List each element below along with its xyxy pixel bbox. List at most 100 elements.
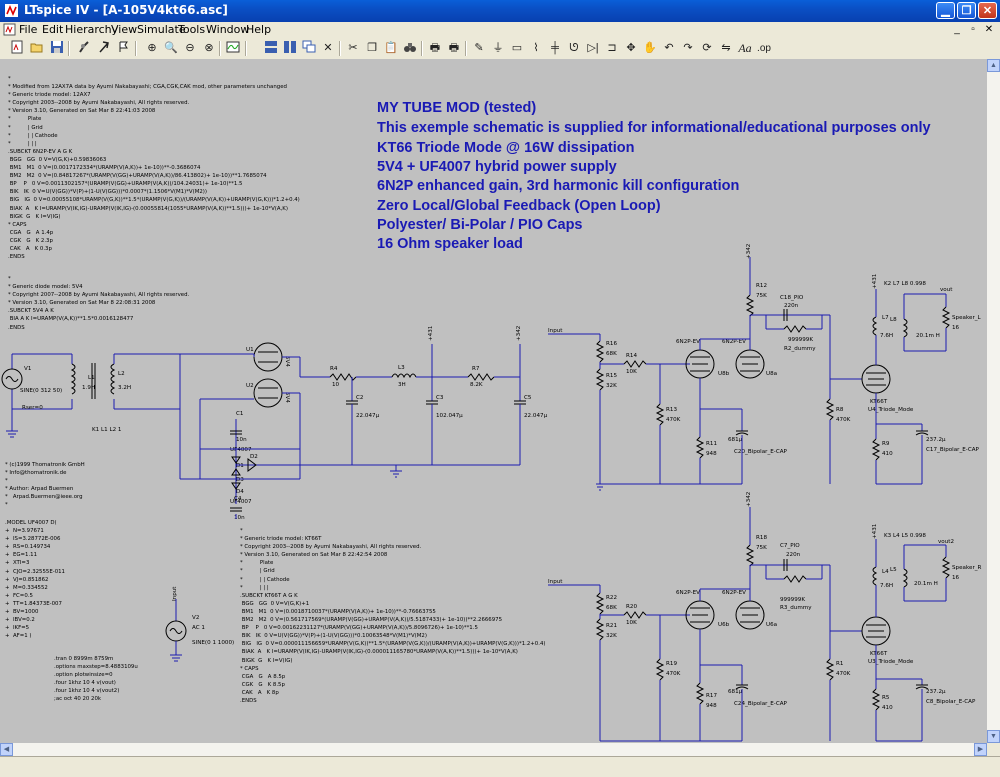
spice-text-line: BP P 0 V=0.0011302157*(URAMP(V(GG)+URAMP… [8,181,243,188]
svg-text:C4: C4 [234,496,242,502]
menu-help[interactable]: Help [246,23,272,36]
svg-text:R16: R16 [606,341,617,347]
scroll-left-icon[interactable]: ◀ [0,743,13,756]
svg-text:L1: L1 [88,375,95,381]
mod-note-load: 16 Ohm speaker load [377,236,523,252]
svg-text:K2 L7 L8 0.998: K2 L7 L8 0.998 [884,281,926,287]
svg-text:220n: 220n [784,303,799,309]
svg-text:10K: 10K [626,620,637,626]
power-supply-section: V1 SINE(0 312 50) Rser=0 L1 1.9H L2 3.2H… [1,325,548,521]
new-schematic-icon[interactable] [8,40,26,57]
diode-icon[interactable]: ▷| [587,42,599,54]
zoom-back-icon[interactable]: 🔍 [164,42,178,54]
svg-text:L4: L4 [882,569,889,575]
mdi-restore-button[interactable]: ▫ [971,24,975,35]
minimize-button[interactable]: ▁ [936,2,955,19]
close-window-icon[interactable]: ✕ [323,42,333,54]
ltspice-app-icon [5,4,18,17]
spice-text-line: ;ac oct 40 20 20k [54,696,102,703]
restore-button[interactable]: ❐ [957,2,976,19]
redo-icon[interactable]: ↷ [683,42,693,54]
svg-text:R12: R12 [756,283,767,289]
component-icon[interactable]: ⊐ [607,42,617,54]
spice-text-line: + IBV=0.2 [5,617,35,624]
scroll-down-icon[interactable]: ▼ [987,730,1000,743]
control-panel-icon[interactable] [75,40,93,57]
run-icon[interactable] [95,40,113,57]
svg-text:D1: D1 [236,463,244,469]
autoscale-icon[interactable] [224,40,242,57]
print-setup-icon[interactable]: 🖶 [448,42,460,54]
spice-text-line: + IS=3.28772E-006 [5,536,61,543]
zoom-out-icon[interactable]: ⊖ [185,42,195,54]
text-icon[interactable]: Aa [738,41,752,55]
vertical-scrollbar[interactable]: ▲ ▼ [987,59,1000,743]
capacitor-icon[interactable]: ╪ [551,42,559,54]
cascade-icon[interactable] [300,40,318,57]
svg-text:237.2µ: 237.2µ [926,689,946,695]
horizontal-scrollbar[interactable]: ◀ ▶ [0,743,987,756]
rotate-icon[interactable]: ⟳ [702,42,712,54]
spice-text-line: CGA G A 1.4p [8,229,54,236]
open-icon[interactable] [28,40,46,57]
spice-text-line: * | | Cathode [240,576,290,583]
scroll-up-icon[interactable]: ▲ [987,59,1000,72]
schematic-drawing: V1 SINE(0 312 50) Rser=0 L1 1.9H L2 3.2H… [1,244,982,742]
mdi-close-button[interactable]: ✕ [984,24,994,35]
svg-text:6N2P-EV: 6N2P-EV [722,339,746,345]
spice-text-line: .SUBCKT 5V4 A K [8,308,54,315]
svg-text:Input: Input [172,586,178,601]
schematic-canvas[interactable]: ** Modified from 12AX7A data by Ayumi Na… [0,59,987,756]
menu-view[interactable]: View [111,23,138,36]
drag-icon[interactable]: ✋ [643,42,657,54]
spice-text-line: + BV=1000 [5,609,39,616]
spice-text-line: .options maxstep=8.4883109u [54,664,138,671]
svg-text:3H: 3H [398,382,406,388]
find-icon[interactable] [401,40,419,57]
label-net-icon[interactable]: ▭ [511,42,523,54]
spice-directive-icon[interactable]: .op [757,43,771,54]
print-icon[interactable]: 🖶 [429,42,441,54]
inductor-icon[interactable]: ᘎ [569,42,579,54]
scroll-right-icon[interactable]: ▶ [974,743,987,756]
spice-text-line: BIG IG 0 V=0.000011156659*URAMP(V(G,K))*… [240,641,546,648]
svg-text:102.047µ: 102.047µ [436,413,463,419]
halt-icon[interactable] [115,40,133,57]
svg-text:KT66T: KT66T [870,399,888,405]
copy-icon[interactable]: ❐ [367,42,377,54]
spice-kt66-block: ** Generic triode model: KT66T* Copyrigh… [240,527,545,705]
menu-edit[interactable]: Edit [42,23,64,36]
spice-text-line: CAK A K 0.3p [8,245,52,252]
close-button[interactable]: ✕ [978,2,997,19]
menu-hierarchy[interactable]: Hierarchy [65,23,119,36]
spice-text-line: BM2 M2 0 V=(0.561717569*(URAMP(V(GG)+URA… [240,617,503,624]
svg-text:+342: +342 [746,492,752,507]
status-bar [0,756,1000,777]
spice-text-line: * Modified from 12AX7A data by Ayumi Nak… [8,84,287,91]
spice-text-line: BM2 M2 0 V=(0.84817267*(URAMP(V(GG)+URAM… [8,173,267,180]
move-icon[interactable]: ✥ [626,42,636,54]
menu-file[interactable]: File [19,23,38,36]
draw-wire-icon[interactable]: ✎ [474,42,484,54]
ground-icon[interactable]: ⏚ [492,42,504,54]
mirror-icon[interactable]: ⇋ [721,42,731,54]
tile-vertical-icon[interactable] [262,40,280,57]
undo-icon[interactable]: ↶ [664,42,674,54]
cut-icon[interactable]: ✂ [348,42,358,54]
spice-text-line: * Info@thomatronik.de [5,470,67,477]
mdi-minimize-button[interactable]: _ [954,24,960,35]
save-icon[interactable] [48,40,66,57]
spice-text-line: BIGK G K I=V(IG) [240,657,293,664]
document-icon[interactable] [3,23,16,36]
menu-window[interactable]: Window [206,23,250,36]
zoom-full-icon[interactable]: ⊗ [204,42,214,54]
zoom-in-icon[interactable]: ⊕ [147,42,157,54]
spice-text-line: * Copyright 2003--2008 by Ayumi Nakabaya… [240,544,422,551]
svg-text:3.2H: 3.2H [118,385,131,391]
svg-text:R21: R21 [606,623,617,629]
menu-tools[interactable]: Tools [178,23,206,36]
resistor-icon[interactable]: ⌇ [533,42,539,54]
menu-simulate[interactable]: Simulate [137,23,186,36]
tile-horizontal-icon[interactable] [281,40,299,57]
paste-icon[interactable]: 📋 [384,42,398,54]
